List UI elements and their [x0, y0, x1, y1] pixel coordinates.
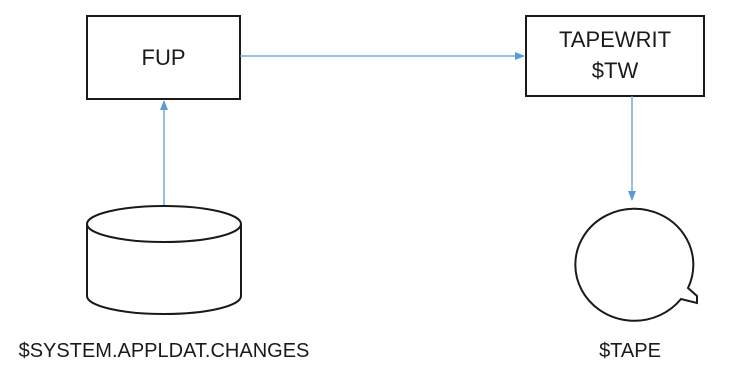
fup-box: [86, 15, 241, 100]
disk-node: [86, 205, 242, 315]
tapewrit-label-line1: TAPEWRIT: [559, 27, 671, 52]
disk-cylinder-top: [86, 205, 242, 243]
tapewrit-label-line2: $TW: [592, 58, 639, 83]
disk-caption: $SYSTEM.APPLDAT.CHANGES: [19, 340, 310, 362]
tape-reel-shape: [574, 207, 698, 322]
fup-node: FUP: [86, 15, 241, 100]
tapewrit-node: TAPEWRIT $TW: [525, 15, 705, 97]
disk-cylinder-body: [86, 224, 242, 315]
fup-label: FUP: [142, 45, 186, 70]
tape-node: [574, 207, 698, 322]
tape-caption: $TAPE: [599, 340, 661, 362]
tapewrit-box: [525, 15, 705, 97]
